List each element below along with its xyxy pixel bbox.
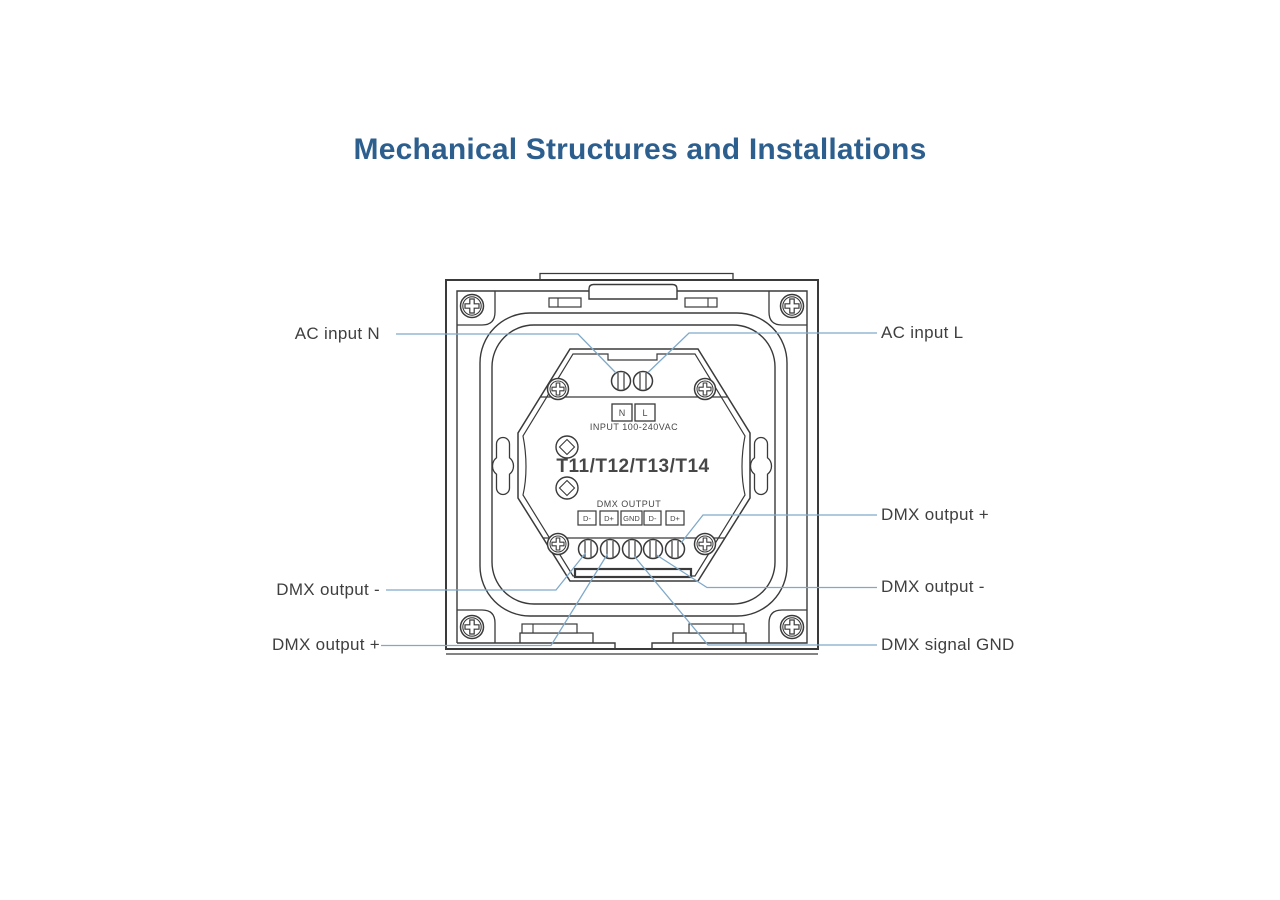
control-module: N L INPUT 100-240VAC T11/T12/T13/T14 DMX… bbox=[517, 348, 751, 582]
terminal-label-d-minus-1: D- bbox=[583, 514, 591, 523]
leader-dmx-output-plus-left bbox=[381, 553, 609, 647]
dmx-terminal-markings: DMX OUTPUT D- D+ GND D- D+ bbox=[577, 499, 685, 526]
model-number: T11/T12/T13/T14 bbox=[556, 456, 709, 477]
label-dmx-output-plus-right: DMX output + bbox=[881, 505, 990, 524]
dmx-terminal-screw bbox=[621, 538, 643, 560]
page-title: Mechanical Structures and Installations bbox=[353, 133, 927, 166]
label-ac-input-n: AC input N bbox=[294, 324, 380, 343]
terminal-label-gnd: GND bbox=[623, 514, 640, 523]
terminal-label-d-plus-1: D+ bbox=[604, 514, 614, 523]
input-rating-caption: INPUT 100-240VAC bbox=[590, 422, 678, 432]
ac-terminal-n-screw bbox=[610, 370, 632, 392]
module-screw-icon bbox=[693, 377, 717, 401]
dmx-terminal-screw bbox=[577, 538, 599, 560]
dmx-terminal-screw bbox=[599, 538, 621, 560]
adjust-hole-icon bbox=[555, 476, 579, 500]
inner-plate-outline bbox=[456, 290, 808, 649]
bottom-connector-bar bbox=[573, 567, 693, 579]
terminal-label-d-minus-2: D- bbox=[649, 514, 657, 523]
adjust-hole-icon bbox=[555, 435, 579, 459]
top-clip-left bbox=[548, 297, 582, 308]
label-ac-input-l: AC input L bbox=[881, 323, 964, 342]
module-screw-icon bbox=[693, 532, 717, 556]
top-tab bbox=[588, 283, 678, 300]
leader-ac-input-n bbox=[396, 333, 617, 374]
bottom-clip-left bbox=[521, 623, 578, 634]
corner-screw-icon bbox=[779, 293, 805, 319]
ac-terminal-markings: N L INPUT 100-240VAC bbox=[590, 403, 678, 432]
label-dmx-output-minus-left: DMX output - bbox=[276, 580, 380, 599]
terminal-label-d-plus-2: D+ bbox=[670, 514, 680, 523]
bottom-clip-right bbox=[688, 623, 745, 634]
module-screw-icon bbox=[546, 532, 570, 556]
label-dmx-output-minus-right: DMX output - bbox=[881, 577, 985, 596]
leader-lines bbox=[381, 332, 877, 647]
leader-dmx-output-plus-right bbox=[680, 514, 877, 544]
leader-dmx-signal-gnd bbox=[633, 556, 877, 646]
leader-dmx-output-minus-right bbox=[656, 554, 877, 589]
leader-ac-input-l bbox=[647, 332, 877, 373]
label-dmx-output-plus-left: DMX output + bbox=[271, 635, 380, 654]
corner-screw-icon bbox=[459, 293, 485, 319]
dmx-terminal-screw bbox=[642, 538, 664, 560]
terminal-label-l: L bbox=[642, 408, 647, 418]
label-dmx-signal-gnd: DMX signal GND bbox=[881, 635, 1015, 654]
module-screw-icon bbox=[546, 377, 570, 401]
ac-terminal-l-screw bbox=[632, 370, 654, 392]
corner-plate-bottom-right bbox=[768, 609, 807, 643]
corner-plate-bottom-left bbox=[457, 609, 496, 643]
top-mount-strip bbox=[539, 272, 734, 280]
dmx-terminal-screws bbox=[577, 538, 686, 560]
corner-screw-icon bbox=[459, 614, 485, 640]
corner-screw-icon bbox=[779, 614, 805, 640]
leader-dmx-output-minus-left bbox=[386, 552, 587, 591]
top-clip-right bbox=[684, 297, 718, 308]
terminal-label-n: N bbox=[619, 408, 626, 418]
octagon-inner bbox=[522, 353, 746, 577]
corner-plate-top-left bbox=[457, 291, 496, 326]
dmx-output-caption: DMX OUTPUT bbox=[597, 499, 662, 509]
corner-plate-top-right bbox=[768, 291, 807, 326]
